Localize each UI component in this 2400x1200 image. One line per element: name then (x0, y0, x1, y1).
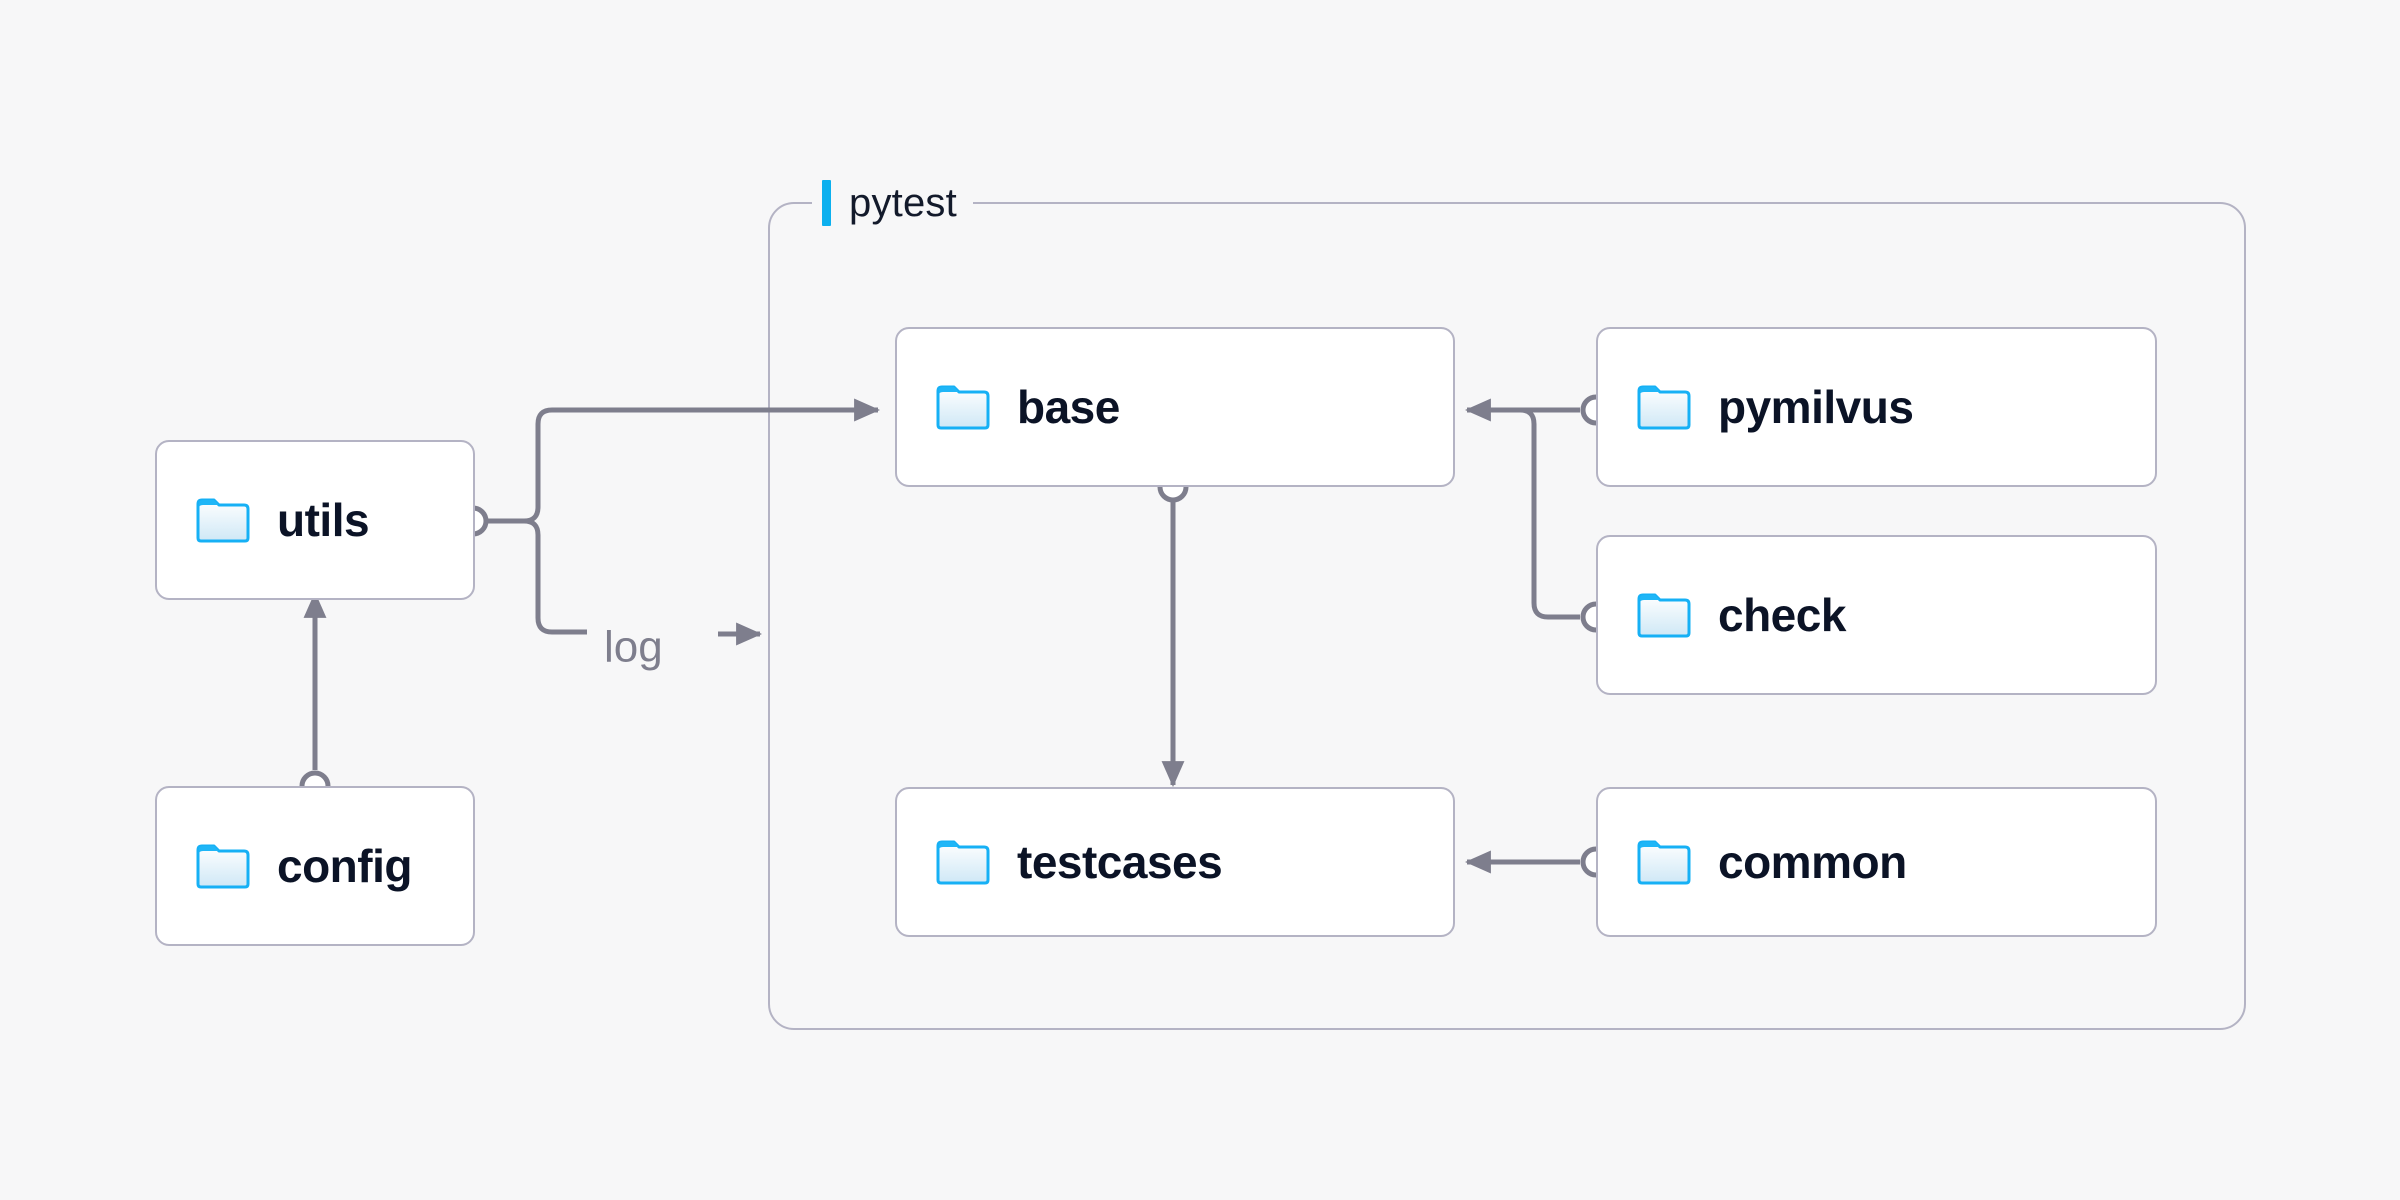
group-label-text: pytest (849, 180, 957, 225)
node-label-config: config (277, 840, 412, 892)
node-label-pymilvus: pymilvus (1718, 381, 1914, 433)
node-label-common: common (1718, 836, 1907, 888)
node-base[interactable]: base (895, 327, 1455, 487)
node-label-check: check (1718, 589, 1846, 641)
accent-bar-icon (822, 180, 831, 226)
node-testcases[interactable]: testcases (895, 787, 1455, 937)
folder-icon (1637, 593, 1691, 638)
folder-icon (936, 385, 990, 430)
node-utils[interactable]: utils (155, 440, 475, 600)
node-config[interactable]: config (155, 786, 475, 946)
folder-icon (196, 844, 250, 889)
folder-icon (936, 840, 990, 885)
group-container-pytest[interactable] (768, 202, 2246, 1030)
edge-label-log: log (604, 623, 663, 672)
node-label-utils: utils (277, 494, 370, 546)
node-common[interactable]: common (1596, 787, 2157, 937)
folder-icon (1637, 840, 1691, 885)
node-label-testcases: testcases (1017, 836, 1223, 888)
node-label-base: base (1017, 381, 1120, 433)
folder-icon (196, 498, 250, 543)
edge-utils-to-pytest-log (487, 518, 587, 635)
group-label-pytest[interactable]: pytest (812, 176, 973, 230)
node-pymilvus[interactable]: pymilvus (1596, 327, 2157, 487)
node-check[interactable]: check (1596, 535, 2157, 695)
folder-icon (1637, 385, 1691, 430)
